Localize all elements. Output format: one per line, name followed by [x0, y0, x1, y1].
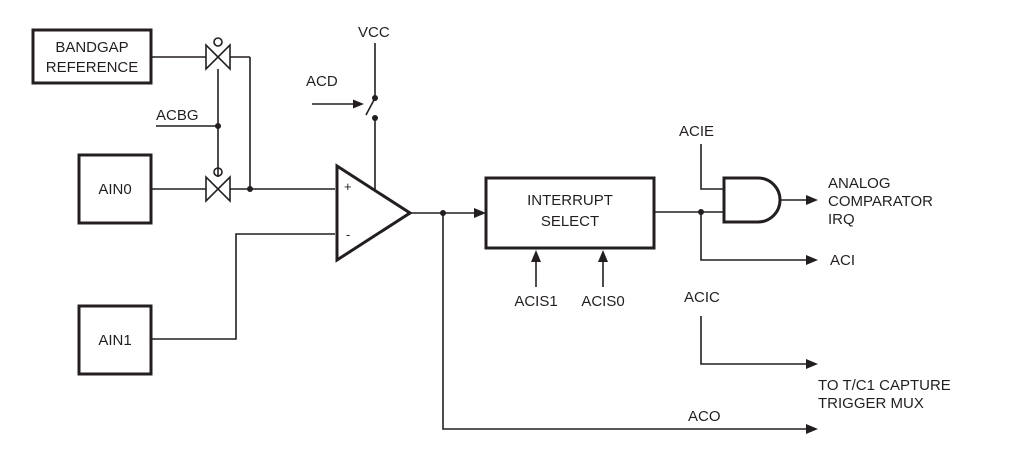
- aci-arrow-icon: [806, 255, 818, 265]
- aci-label: ACI: [830, 252, 855, 269]
- irq-label-line2: COMPARATOR: [828, 193, 933, 210]
- aco-arrow-icon: [806, 424, 818, 434]
- aco-wire: [442, 213, 808, 430]
- acic-wire: [700, 316, 808, 365]
- capture-label-line1: TO T/C1 CAPTURE: [818, 377, 951, 394]
- ain1-label: AIN1: [98, 332, 131, 349]
- acie-wire: [700, 144, 724, 190]
- comparator-triangle: [335, 163, 413, 263]
- bandgap-switch-icon: [205, 37, 231, 71]
- bandgap-label-line1: BANDGAP: [55, 39, 128, 56]
- interrupt-input-arrow-icon: [474, 208, 486, 218]
- acbg-junction: [215, 123, 221, 129]
- acbg-label: ACBG: [156, 107, 199, 124]
- and-gate: [722, 176, 782, 224]
- interrupt-select-label-line1: INTERRUPT: [527, 192, 613, 209]
- comparator-minus-sign: -: [346, 227, 350, 242]
- ain0-label: AIN0: [98, 181, 131, 198]
- irq-label-line3: IRQ: [828, 211, 855, 228]
- ain0-switch-icon: [205, 167, 231, 203]
- interrupt-select-label-line2: SELECT: [541, 213, 599, 230]
- acis1-arrow-icon: [531, 250, 541, 262]
- comparator-minus-input-wire: [151, 233, 335, 340]
- aco-label: ACO: [688, 408, 721, 425]
- vcc-label: VCC: [358, 24, 390, 41]
- acis0-arrow-icon: [598, 250, 608, 262]
- plus-input-junction: [247, 186, 253, 192]
- acic-arrow-icon: [806, 359, 818, 369]
- interrupt-select-block: [484, 176, 656, 250]
- acd-arrow-icon: [353, 99, 364, 109]
- acd-label: ACD: [306, 73, 338, 90]
- aci-wire: [700, 212, 808, 261]
- acic-label: ACIC: [684, 289, 720, 306]
- acie-label: ACIE: [679, 123, 714, 140]
- comparator-plus-sign: +: [344, 179, 352, 194]
- acis0-label: ACIS0: [581, 293, 624, 310]
- irq-arrow-icon: [806, 195, 818, 205]
- bandgap-label-line2: REFERENCE: [46, 59, 139, 76]
- bandgap-reference-block: [31, 28, 153, 85]
- ain1-block: [77, 304, 153, 376]
- irq-label-line1: ANALOG: [828, 175, 891, 192]
- acis1-label: ACIS1: [514, 293, 557, 310]
- capture-label-line2: TRIGGER MUX: [818, 395, 924, 412]
- acd-switch-blade: [365, 97, 376, 116]
